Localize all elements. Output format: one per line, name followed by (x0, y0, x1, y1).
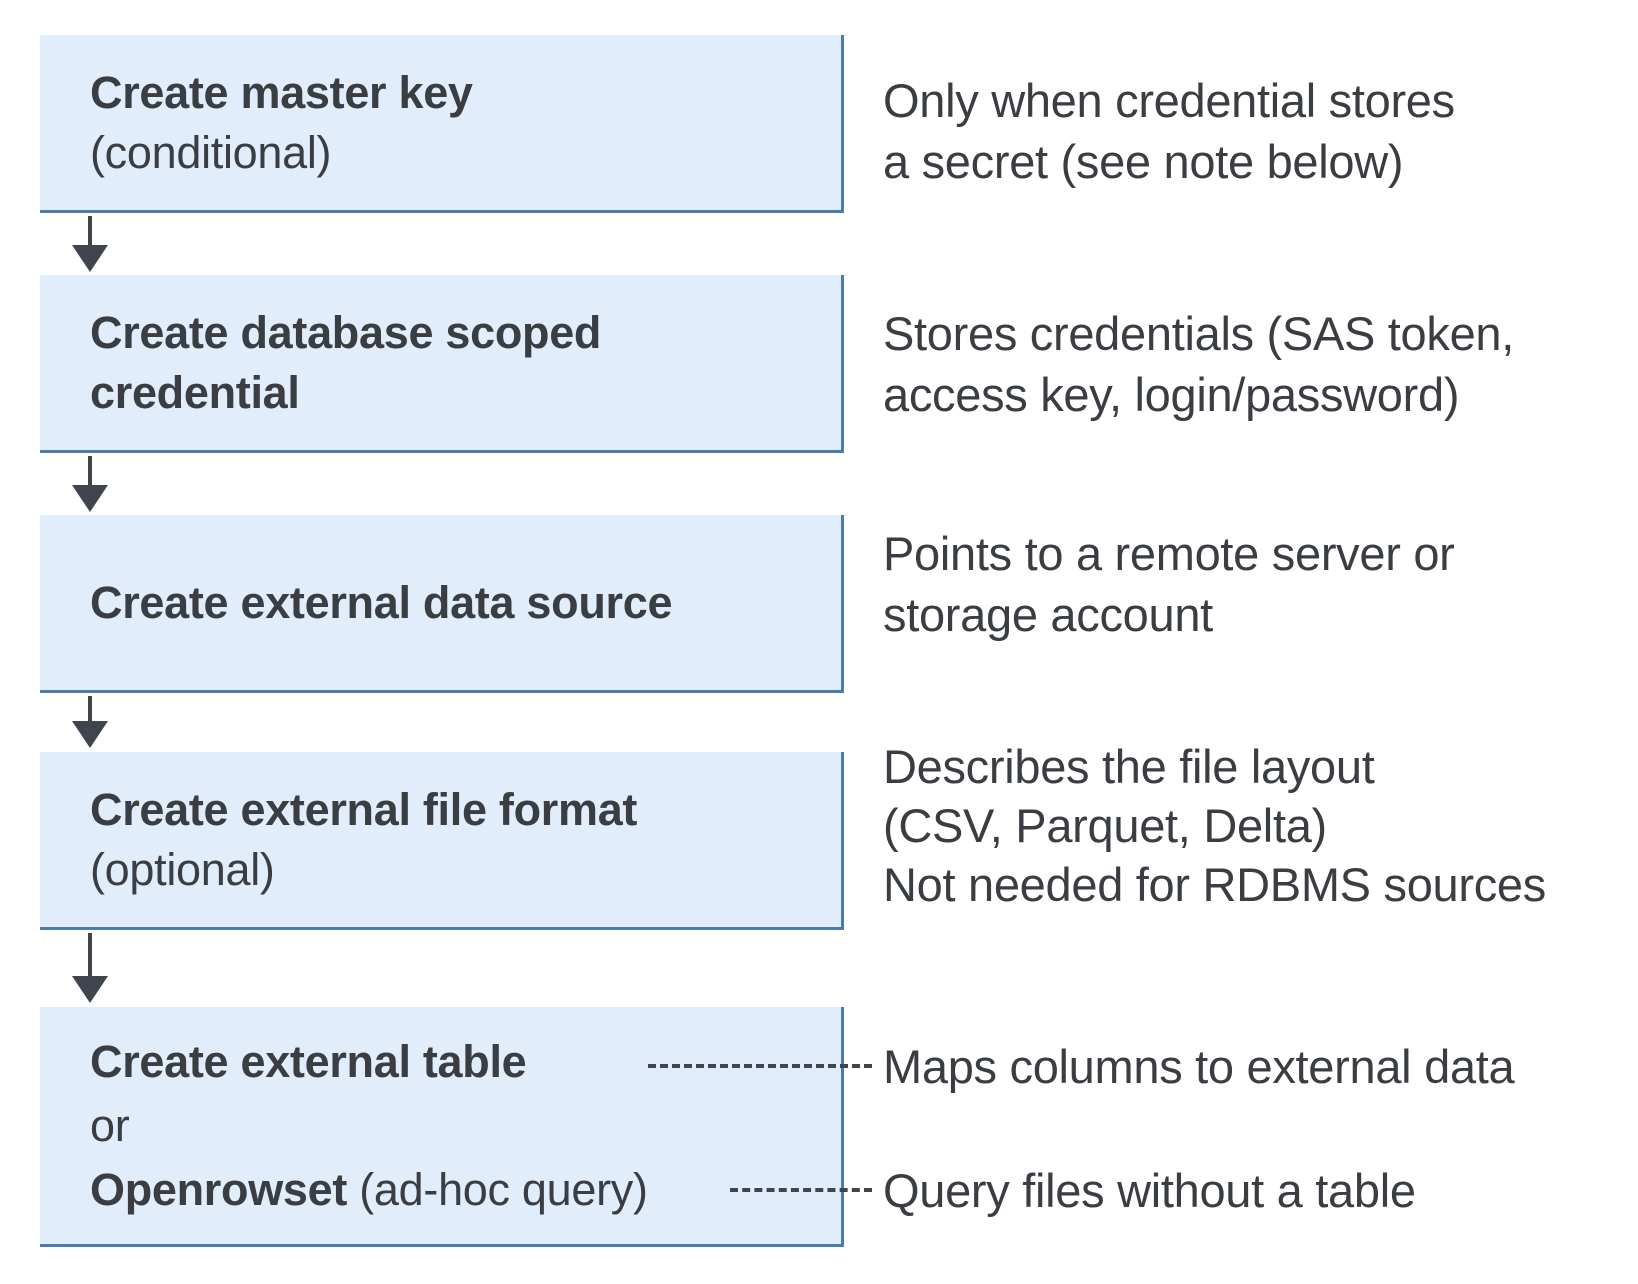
flow-box-create-external-table-or-openrowset: Create external table or Openrowset (ad-… (40, 1007, 844, 1247)
note-line: Describes the file layout (883, 740, 1375, 793)
flow-box-create-external-data-source: Create external data source (40, 515, 844, 693)
note-data-source: Points to a remote server or storage acc… (883, 523, 1455, 645)
adhoc-query-label: (ad-hoc query) (347, 1163, 648, 1215)
note-line: Only when credential stores (883, 74, 1455, 127)
openrowset-label: Openrowset (90, 1163, 348, 1215)
dashed-connector-external-table (648, 1064, 872, 1068)
down-arrow-icon (88, 456, 92, 486)
box-title-line: credential (90, 366, 300, 418)
down-arrow-icon (88, 933, 92, 977)
box-title-line: Create external table (90, 1035, 527, 1087)
note-line: storage account (883, 588, 1213, 641)
note-master-key: Only when credential stores a secret (se… (883, 70, 1455, 192)
note-file-format: Describes the file layout (CSV, Parquet,… (883, 737, 1546, 914)
note-line: Query files without a table (883, 1164, 1416, 1217)
flow-box-create-master-key: Create master key (conditional) (40, 35, 844, 213)
box-openrowset-line: Openrowset (ad-hoc query) (90, 1158, 841, 1222)
dashed-connector-openrowset (730, 1188, 872, 1192)
note-external-table: Maps columns to external data (883, 1036, 1515, 1097)
box-title-line: Create database scoped (90, 306, 602, 358)
box-title-line: Create external file format (90, 783, 638, 835)
flow-box-create-database-scoped-credential: Create database scoped credential (40, 275, 844, 453)
box-subtitle-line: (conditional) (90, 126, 332, 178)
box-subtitle-line: (optional) (90, 843, 275, 895)
note-line: (CSV, Parquet, Delta) (883, 799, 1327, 852)
note-openrowset: Query files without a table (883, 1160, 1416, 1221)
down-arrow-icon (88, 216, 92, 246)
down-arrow-icon (88, 696, 92, 722)
box-or-line: or (90, 1099, 130, 1151)
box-title-line: Create external data source (90, 576, 673, 628)
note-line: Not needed for RDBMS sources (883, 858, 1546, 911)
box-title-line: Create master key (90, 66, 473, 118)
note-line: Points to a remote server or (883, 527, 1455, 580)
note-line: access key, login/password) (883, 368, 1460, 421)
note-line: Stores credentials (SAS token, (883, 307, 1515, 360)
note-line: a secret (see note below) (883, 135, 1404, 188)
flow-box-create-external-file-format: Create external file format (optional) (40, 752, 844, 930)
note-line: Maps columns to external data (883, 1040, 1515, 1093)
note-credential: Stores credentials (SAS token, access ke… (883, 303, 1514, 425)
